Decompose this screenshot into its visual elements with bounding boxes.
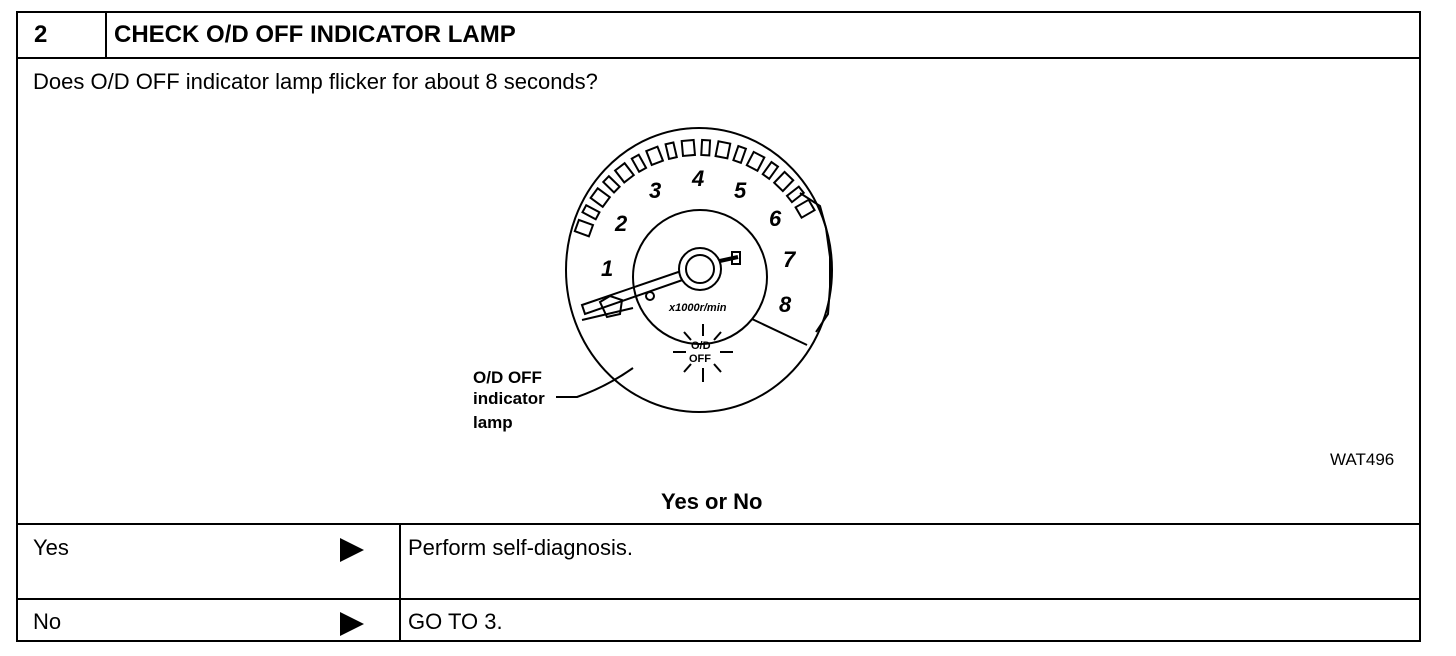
- callout-line-2: indicator: [473, 389, 545, 408]
- scale-tick: [581, 203, 601, 221]
- scale-tick: [732, 144, 748, 165]
- scale-tick: [630, 153, 648, 174]
- scale-label-4: 4: [691, 166, 704, 191]
- scale-tick: [785, 185, 806, 204]
- callout-line-3: lamp: [473, 413, 513, 432]
- result-no-action: GO TO 3.: [408, 609, 503, 634]
- scale-tick: [700, 138, 712, 157]
- od-off-lamp-text-off: OFF: [689, 353, 711, 365]
- scale-label-3: 3: [649, 178, 661, 203]
- gauge-scale-ticks: [573, 138, 816, 238]
- question-text: Does O/D OFF indicator lamp flicker for …: [33, 69, 598, 94]
- scale-tick: [644, 145, 665, 167]
- result-yes-arrow: [340, 538, 364, 562]
- scale-label-7: 7: [783, 247, 797, 272]
- diagnostic-step-table: 2 CHECK O/D OFF INDICATOR LAMP Does O/D …: [16, 11, 1421, 642]
- scale-tick: [664, 141, 678, 161]
- gauge-lower-left-bezel: [581, 307, 634, 321]
- scale-label-1: 1: [601, 256, 613, 281]
- gauge-outer-ring: [565, 127, 833, 413]
- callout-line-1: O/D OFF: [473, 368, 542, 387]
- unit-label: x1000r/min: [668, 302, 727, 314]
- step-title: CHECK O/D OFF INDICATOR LAMP: [114, 21, 516, 48]
- step-number: 2: [34, 21, 48, 48]
- scale-tick: [601, 174, 622, 194]
- scale-tick: [680, 138, 697, 158]
- scale-tick: [573, 218, 595, 238]
- od-off-lamp-rays: [673, 324, 733, 382]
- yes-or-no-prompt: Yes or No: [661, 489, 763, 514]
- result-no-answer: No: [33, 609, 62, 634]
- result-no-arrow: [340, 612, 364, 636]
- scale-tick: [772, 170, 795, 193]
- scale-label-5: 5: [734, 178, 747, 203]
- gauge-lower-right-bezel: [751, 318, 808, 346]
- od-off-lamp-text-od: O/D: [691, 340, 711, 352]
- result-yes-answer: Yes: [33, 535, 69, 560]
- scale-tick: [589, 186, 612, 209]
- scale-label-6: 6: [769, 206, 782, 231]
- results-middle-rule: [18, 598, 1419, 600]
- results-top-rule: [18, 523, 1419, 525]
- red-zone-band: [799, 192, 831, 333]
- scale-tick: [714, 140, 732, 160]
- tachometer-figure: 1 2 3 4 5 6 7 8 x1000r/min O/D OFF: [473, 127, 1394, 469]
- callout-leader-line: [556, 367, 634, 398]
- needle-hub-inner: [685, 254, 715, 284]
- header-divider: [105, 13, 107, 57]
- header-bottom-rule: [18, 57, 1419, 59]
- scale-tick: [761, 160, 780, 181]
- needle-tail-tip: [731, 251, 741, 265]
- gauge-inner-ring: [632, 209, 768, 345]
- scale-label-8: 8: [779, 292, 792, 317]
- figure-code: WAT496: [1330, 450, 1394, 469]
- scale-tick: [613, 161, 636, 184]
- results-column-divider: [399, 523, 401, 642]
- result-yes-action: Perform self-diagnosis.: [408, 535, 633, 560]
- scale-tick: [794, 198, 816, 220]
- scale-tick: [745, 150, 766, 173]
- scale-label-2: 2: [614, 211, 628, 236]
